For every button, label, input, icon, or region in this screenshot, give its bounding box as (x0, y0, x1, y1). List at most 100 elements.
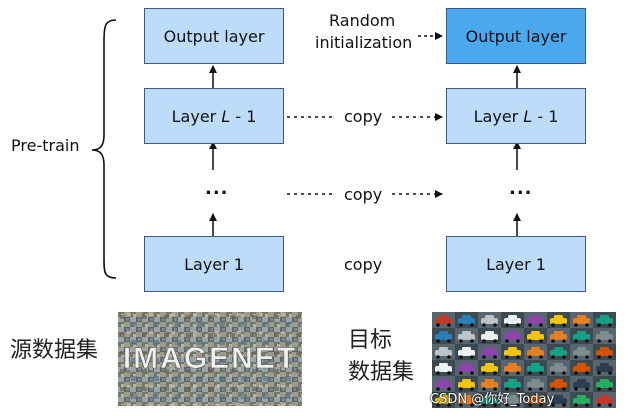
car-roof (485, 379, 494, 383)
car-wheel (470, 323, 474, 327)
left-layer-1-box: Layer 1 (144, 236, 284, 292)
car-body (596, 334, 613, 340)
car-wheel (459, 355, 463, 359)
car-wheel (585, 403, 589, 407)
car-roof (485, 315, 494, 319)
car-wheel (505, 355, 509, 359)
car-body (596, 318, 613, 324)
car-body (573, 350, 590, 356)
car-roof (485, 395, 494, 399)
car-wheel (597, 387, 601, 391)
car-wheel (574, 339, 578, 343)
car-wheel (470, 371, 474, 375)
left-layer-l-label: Layer L - 1 (171, 106, 257, 126)
car-wheel (516, 371, 520, 375)
car-wheel (447, 371, 451, 375)
car-wheel (539, 323, 543, 327)
car-wheel (551, 355, 555, 359)
random-label-line1: Random (329, 11, 396, 30)
car-body (573, 366, 590, 372)
car-wheel (493, 387, 497, 391)
car-body (504, 366, 521, 372)
car-body (596, 382, 613, 388)
car-body (435, 318, 452, 324)
target-dataset-label-line1: 目标 (348, 328, 393, 353)
right-layer-l-minus-1-box: Layer L - 1 (446, 88, 586, 144)
car-dataset-image (432, 312, 616, 408)
right-output-layer-label: Output layer (465, 26, 567, 46)
car-wheel (539, 403, 543, 407)
car-wheel (505, 403, 509, 407)
car-roof (485, 363, 494, 367)
car-body (596, 350, 613, 356)
source-dataset-label: 源数据集 (10, 338, 99, 363)
car-roof (508, 379, 517, 383)
car-wheel (505, 323, 509, 327)
car-roof (577, 379, 586, 383)
car-roof (600, 331, 609, 335)
car-body (527, 398, 544, 404)
pretrain-brace (91, 19, 117, 279)
car-roof (462, 363, 471, 367)
car-body (550, 334, 567, 340)
target-dataset-label-line2: 数据集 (348, 360, 415, 385)
car-roof (508, 347, 517, 351)
car-wheel (470, 403, 474, 407)
car-roof (600, 315, 609, 319)
car-body (481, 366, 498, 372)
car-roof (577, 315, 586, 319)
car-body (481, 350, 498, 356)
car-wheel (597, 323, 601, 327)
car-wheel (608, 339, 612, 343)
car-body (573, 334, 590, 340)
car-body (504, 350, 521, 356)
right-layer-1-box: Layer 1 (446, 236, 586, 292)
car-wheel (493, 339, 497, 343)
car-wheel (482, 403, 486, 407)
car-wheel (436, 403, 440, 407)
car-wheel (608, 371, 612, 375)
car-body (481, 334, 498, 340)
car-body (527, 350, 544, 356)
car-wheel (516, 355, 520, 359)
car-wheel (597, 403, 601, 407)
car-wheel (562, 403, 566, 407)
car-wheel (551, 339, 555, 343)
car-wheel (562, 339, 566, 343)
car-grid-graphic (432, 312, 616, 408)
car-body (504, 318, 521, 324)
imagenet-mosaic-image: IMAGENET (118, 312, 302, 406)
car-wheel (470, 339, 474, 343)
left-layer-l-minus-1-box: Layer L - 1 (144, 88, 284, 144)
car-body (504, 334, 521, 340)
watermark: CSDN @你好_Today (430, 392, 555, 407)
car-body (435, 398, 452, 404)
copy-label-mid: copy (344, 185, 383, 204)
car-wheel (585, 339, 589, 343)
car-roof (485, 331, 494, 335)
car-roof (462, 395, 471, 399)
car-body (481, 318, 498, 324)
car-roof (531, 331, 540, 335)
car-body (481, 398, 498, 404)
car-body (550, 318, 567, 324)
car-roof (600, 347, 609, 351)
car-roof (439, 379, 448, 383)
car-wheel (447, 339, 451, 343)
car-wheel (470, 387, 474, 391)
car-body (458, 398, 475, 404)
car-wheel (505, 387, 509, 391)
car-roof (554, 331, 563, 335)
car-wheel (516, 339, 520, 343)
right-output-layer-box: Output layer (446, 8, 586, 64)
car-wheel (539, 339, 543, 343)
car-roof (508, 363, 517, 367)
car-roof (554, 395, 563, 399)
car-wheel (505, 339, 509, 343)
car-wheel (493, 403, 497, 407)
car-wheel (551, 387, 555, 391)
car-wheel (482, 355, 486, 359)
car-roof (485, 347, 494, 351)
car-wheel (562, 371, 566, 375)
car-body (458, 318, 475, 324)
